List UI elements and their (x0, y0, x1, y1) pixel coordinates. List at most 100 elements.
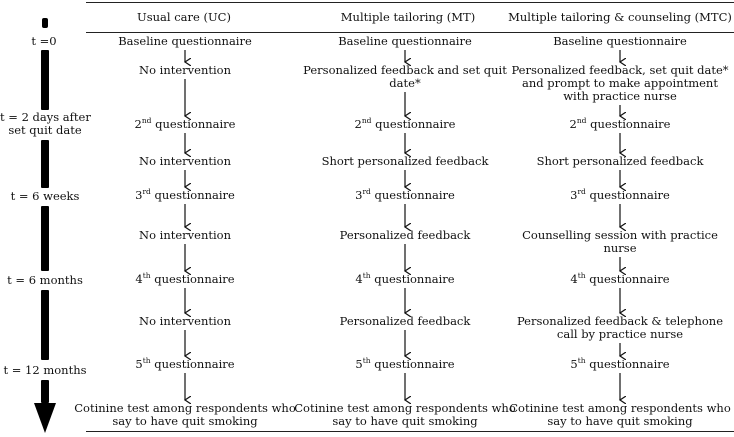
step-label: Short personalized feedback (321, 154, 489, 168)
time-label-12months: t = 12 months (0, 364, 90, 377)
time-label-t0: t =0 (6, 35, 82, 48)
step-label: questionnaire (150, 188, 235, 202)
step-uc-8: No intervention (55, 315, 315, 328)
step-ordinal: 4 (570, 272, 578, 286)
step-ordinal: 3 (355, 188, 363, 202)
step-line: Cotinine test among respondents who (74, 401, 296, 415)
step-label: Short personalized feedback (536, 154, 704, 168)
step-label: questionnaire (150, 272, 235, 286)
time-label-line: t = 12 months (3, 363, 87, 377)
step-mtc-4: Short personalized feedback (500, 155, 734, 168)
step-label: questionnaire (585, 272, 670, 286)
time-label-line: t =0 (31, 34, 57, 48)
step-mtc-1: Baseline questionnaire (500, 35, 734, 48)
step-label: No intervention (139, 228, 231, 242)
step-ordinal: 3 (135, 188, 143, 202)
step-ordinal: 2 (569, 117, 577, 131)
step-uc-5: 3rd questionnaire (55, 187, 315, 202)
step-line: Personalized feedback and set quit (303, 63, 507, 77)
step-ordinal: 5 (135, 357, 143, 371)
bottom-rule (86, 431, 734, 432)
step-label: Baseline questionnaire (338, 34, 472, 48)
step-label: Baseline questionnaire (118, 34, 252, 48)
step-line: with practice nurse (563, 89, 677, 103)
step-mt-3: 2nd questionnaire (290, 117, 520, 131)
header-mtc: Multiple tailoring & counseling (MTC) (508, 10, 732, 24)
step-label: questionnaire (370, 188, 455, 202)
step-ordinal: 3 (570, 188, 578, 202)
step-line: Cotinine test among respondents who (509, 401, 731, 415)
step-ordinal-suffix: th (577, 271, 586, 280)
time-label-6weeks: t = 6 weeks (0, 190, 90, 203)
step-label: Personalized feedback (339, 228, 471, 242)
step-label: No intervention (139, 63, 231, 77)
step-ordinal: 2 (134, 117, 142, 131)
step-label: No intervention (139, 154, 231, 168)
step-line: Personalized feedback, set quit date* (511, 63, 729, 77)
step-mt-6: Personalized feedback (290, 229, 520, 242)
step-ordinal-suffix: rd (362, 187, 371, 196)
step-label: Baseline questionnaire (553, 34, 687, 48)
step-uc-9: 5th questionnaire (55, 356, 315, 371)
step-line: say to have quit smoking (547, 414, 693, 428)
step-mtc-5: 3rd questionnaire (500, 187, 734, 202)
step-ordinal-suffix: rd (142, 187, 151, 196)
step-ordinal-suffix: th (362, 271, 371, 280)
step-label: questionnaire (585, 357, 670, 371)
step-label: questionnaire (151, 117, 236, 131)
step-ordinal: 5 (570, 357, 578, 371)
step-line: date* (389, 76, 421, 90)
step-label: questionnaire (370, 357, 455, 371)
time-label-line: t = 6 months (7, 273, 83, 287)
step-mt-4: Short personalized feedback (290, 155, 520, 168)
step-ordinal-suffix: nd (141, 116, 152, 125)
step-ordinal-suffix: th (142, 271, 151, 280)
step-ordinal: 4 (135, 272, 143, 286)
time-label-6months: t = 6 months (0, 274, 90, 287)
step-ordinal-suffix: rd (577, 187, 586, 196)
step-mtc-2: Personalized feedback, set quit date*and… (500, 64, 734, 103)
step-line: say to have quit smoking (332, 414, 478, 428)
step-ordinal-suffix: nd (576, 116, 587, 125)
step-ordinal-suffix: th (142, 356, 151, 365)
step-line: Counselling session with practice (522, 228, 718, 242)
top-rule (86, 2, 734, 3)
step-uc-6: No intervention (55, 229, 315, 242)
step-mt-8: Personalized feedback (290, 315, 520, 328)
step-ordinal: 5 (355, 357, 363, 371)
step-mt-9: 5th questionnaire (290, 357, 520, 371)
step-line: Personalized feedback & telephone (516, 314, 724, 328)
step-line: call by practice nurse (556, 327, 684, 341)
time-label-line: t = 6 weeks (10, 189, 80, 203)
step-uc-3: 2nd questionnaire (55, 116, 315, 131)
step-mt-5: 3rd questionnaire (290, 187, 520, 202)
step-line: nurse (603, 241, 637, 255)
step-uc-1: Baseline questionnaire (55, 35, 315, 48)
step-mt-7: 4th questionnaire (290, 271, 520, 286)
step-label: No intervention (139, 314, 231, 328)
step-label: questionnaire (586, 117, 671, 131)
step-line: Cotinine test among respondents who (294, 401, 516, 415)
step-mtc-3: 2nd questionnaire (500, 116, 734, 131)
step-label: questionnaire (370, 272, 455, 286)
step-label: questionnaire (371, 117, 456, 131)
step-uc-2: No intervention (55, 64, 315, 77)
time-label-line: t = 2 days after (0, 110, 91, 124)
step-label: Personalized feedback (339, 314, 471, 328)
step-mtc-7: 4th questionnaire (500, 271, 734, 286)
step-ordinal-suffix: th (577, 356, 586, 365)
step-mtc-9: 5th questionnaire (500, 356, 734, 371)
step-ordinal: 4 (355, 272, 363, 286)
step-uc-4: No intervention (55, 155, 315, 168)
step-line: say to have quit smoking (112, 414, 258, 428)
header-mt: Multiple tailoring (MT) (340, 10, 476, 24)
step-line: and prompt to make appointment (522, 76, 718, 90)
header-rule (86, 32, 734, 33)
